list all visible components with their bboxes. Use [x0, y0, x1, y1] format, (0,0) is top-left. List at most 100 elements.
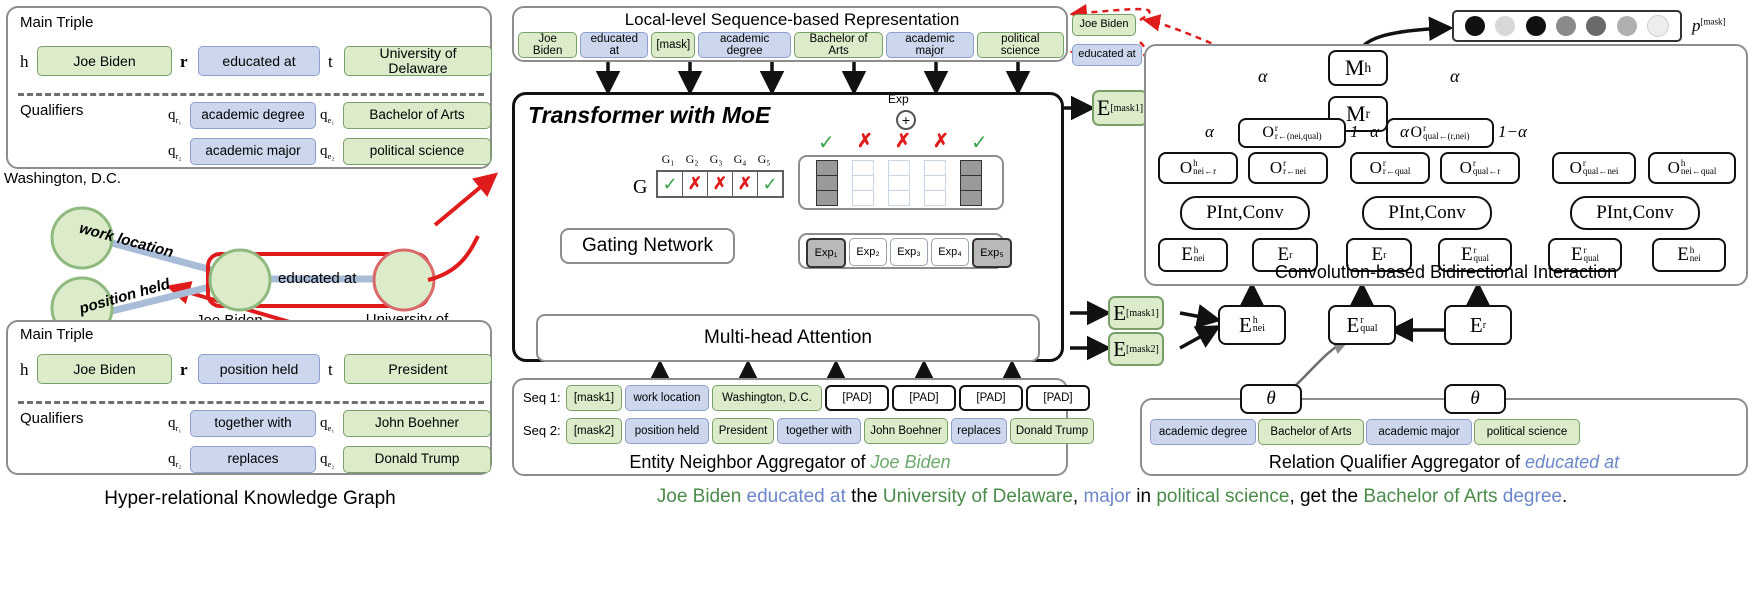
local-token[interactable]: academic degree	[698, 32, 791, 58]
expert-button[interactable]: Exp₂	[849, 238, 887, 266]
triple-2-qualifier-entity-1[interactable]: John Boehner	[343, 410, 491, 437]
seq2-token[interactable]: John Boehner	[864, 418, 948, 444]
expert-mark-check: ✓	[818, 132, 835, 154]
seq2-token[interactable]: President	[712, 418, 774, 444]
gate-cell-cross[interactable]: ✗	[708, 172, 733, 196]
expert-button[interactable]: Exp₃	[890, 238, 928, 266]
triple-2-qualifier-relation-2[interactable]: replaces	[190, 446, 316, 473]
triple-2-tail-entity[interactable]: President	[344, 354, 492, 384]
e-base: E	[1371, 244, 1384, 265]
seq1-token-pad[interactable]: [PAD]	[959, 385, 1023, 411]
o-sub: nei←r	[1193, 166, 1217, 176]
e-base: E	[1238, 312, 1252, 337]
gate-cell-check[interactable]: ✓	[658, 172, 683, 196]
triple-2-qr1-label: qr₁	[168, 415, 181, 433]
gate-cell-cross[interactable]: ✗	[683, 172, 708, 196]
qualifier-pair-relation-right[interactable]: academic major	[1366, 419, 1472, 445]
triple-2-relation[interactable]: position held	[198, 354, 320, 384]
seq1-token-pad[interactable]: [PAD]	[1026, 385, 1090, 411]
conv-node[interactable]: PInt,Conv	[1362, 196, 1492, 230]
main-triple-card-1: Main Triple h Joe Biden r educated at t …	[6, 6, 492, 169]
triple-2-qualifier-entity-2[interactable]: Donald Trump	[343, 446, 491, 473]
triple-1-qualifier-entity-2[interactable]: political science	[343, 138, 491, 165]
o-sub: r←nei	[1283, 166, 1307, 176]
triple-2-qualifier-relation-1[interactable]: together with	[190, 410, 316, 437]
gate-cell-cross[interactable]: ✗	[733, 172, 758, 196]
local-token[interactable]: political science	[976, 32, 1065, 58]
local-token[interactable]: [mask]	[651, 32, 696, 58]
triple-1-tail-entity[interactable]: University of Delaware	[344, 46, 492, 76]
alpha-label: α	[1400, 122, 1409, 141]
seq2-token[interactable]: [mask2]	[566, 418, 622, 444]
triple-2-head-entity[interactable]: Joe Biden	[37, 354, 172, 384]
qualifier-pair-entity-right[interactable]: political science	[1474, 419, 1580, 445]
qualifier-pair-relation-left[interactable]: academic degree	[1150, 419, 1256, 445]
mask1-embedding-mid[interactable]: E[mask1]	[1108, 296, 1164, 330]
seq1-token-pad[interactable]: [PAD]	[825, 385, 889, 411]
o-base: O	[1459, 158, 1472, 177]
o-sub: r←(nei,qual)	[1274, 131, 1322, 141]
local-token[interactable]: Bachelor of Arts	[793, 32, 884, 58]
qualifier-pair-entity-left[interactable]: Bachelor of Arts	[1258, 419, 1364, 445]
footer-part: .	[1561, 486, 1568, 507]
seq1-token[interactable]: [mask1]	[566, 385, 622, 411]
o-sup: r	[1274, 123, 1278, 134]
triple-1-qualifier-entity-1[interactable]: Bachelor of Arts	[343, 102, 491, 129]
conv-node[interactable]: PInt,Conv	[1180, 196, 1310, 230]
triple-1-head-entity[interactable]: Joe Biden	[37, 46, 172, 76]
seq2-token[interactable]: Donald Trump	[1010, 418, 1094, 444]
side-token-entity[interactable]: Joe Biden	[1072, 14, 1136, 36]
qe1-base: q	[320, 107, 328, 123]
local-level-title: Local-level Sequence-based Representatio…	[624, 10, 960, 29]
expert-button-active[interactable]: Exp₁	[806, 238, 846, 268]
local-token[interactable]: educated at	[580, 32, 649, 58]
expert-button[interactable]: Exp₄	[931, 238, 969, 266]
seq1-token[interactable]: Washington, D.C.	[712, 385, 822, 411]
triple-1-relation[interactable]: educated at	[198, 46, 320, 76]
mask1-embedding-top[interactable]: E[mask1]	[1092, 90, 1148, 126]
multi-head-attention-label: Multi-head Attention	[704, 327, 872, 348]
seq2-token[interactable]: position held	[625, 418, 709, 444]
qr2-base: q	[168, 143, 176, 159]
triple-1-qualifier-relation-1[interactable]: academic degree	[190, 102, 316, 129]
seq1-token-pad[interactable]: [PAD]	[892, 385, 956, 411]
seq2-token[interactable]: replaces	[951, 418, 1007, 444]
theta-node-right[interactable]: θ	[1444, 384, 1506, 414]
theta-node-left[interactable]: θ	[1240, 384, 1302, 414]
side-token-relation[interactable]: educated at	[1072, 44, 1142, 66]
local-token[interactable]: academic major	[886, 32, 974, 58]
mask2-embedding-bot[interactable]: E[mask2]	[1108, 332, 1164, 366]
seq1-token[interactable]: work location	[625, 385, 709, 411]
qr1-sub: r₁	[175, 115, 182, 125]
triple-1-qualifier-relation-2[interactable]: academic major	[190, 138, 316, 165]
expert-button-active[interactable]: Exp₅	[972, 238, 1012, 268]
qualifiers-label-1: Qualifiers	[20, 102, 84, 119]
expert-mark-check: ✓	[971, 132, 988, 154]
seq2-token[interactable]: together with	[777, 418, 861, 444]
local-token[interactable]: Joe Biden	[518, 32, 578, 58]
gate-cell-check[interactable]: ✓	[762, 173, 778, 194]
alpha-label: α	[1205, 122, 1214, 141]
one-minus-alpha-label: 1−α	[1350, 122, 1379, 141]
gating-network-label: Gating Network	[582, 235, 713, 256]
conv-node[interactable]: PInt,Conv	[1570, 196, 1700, 230]
